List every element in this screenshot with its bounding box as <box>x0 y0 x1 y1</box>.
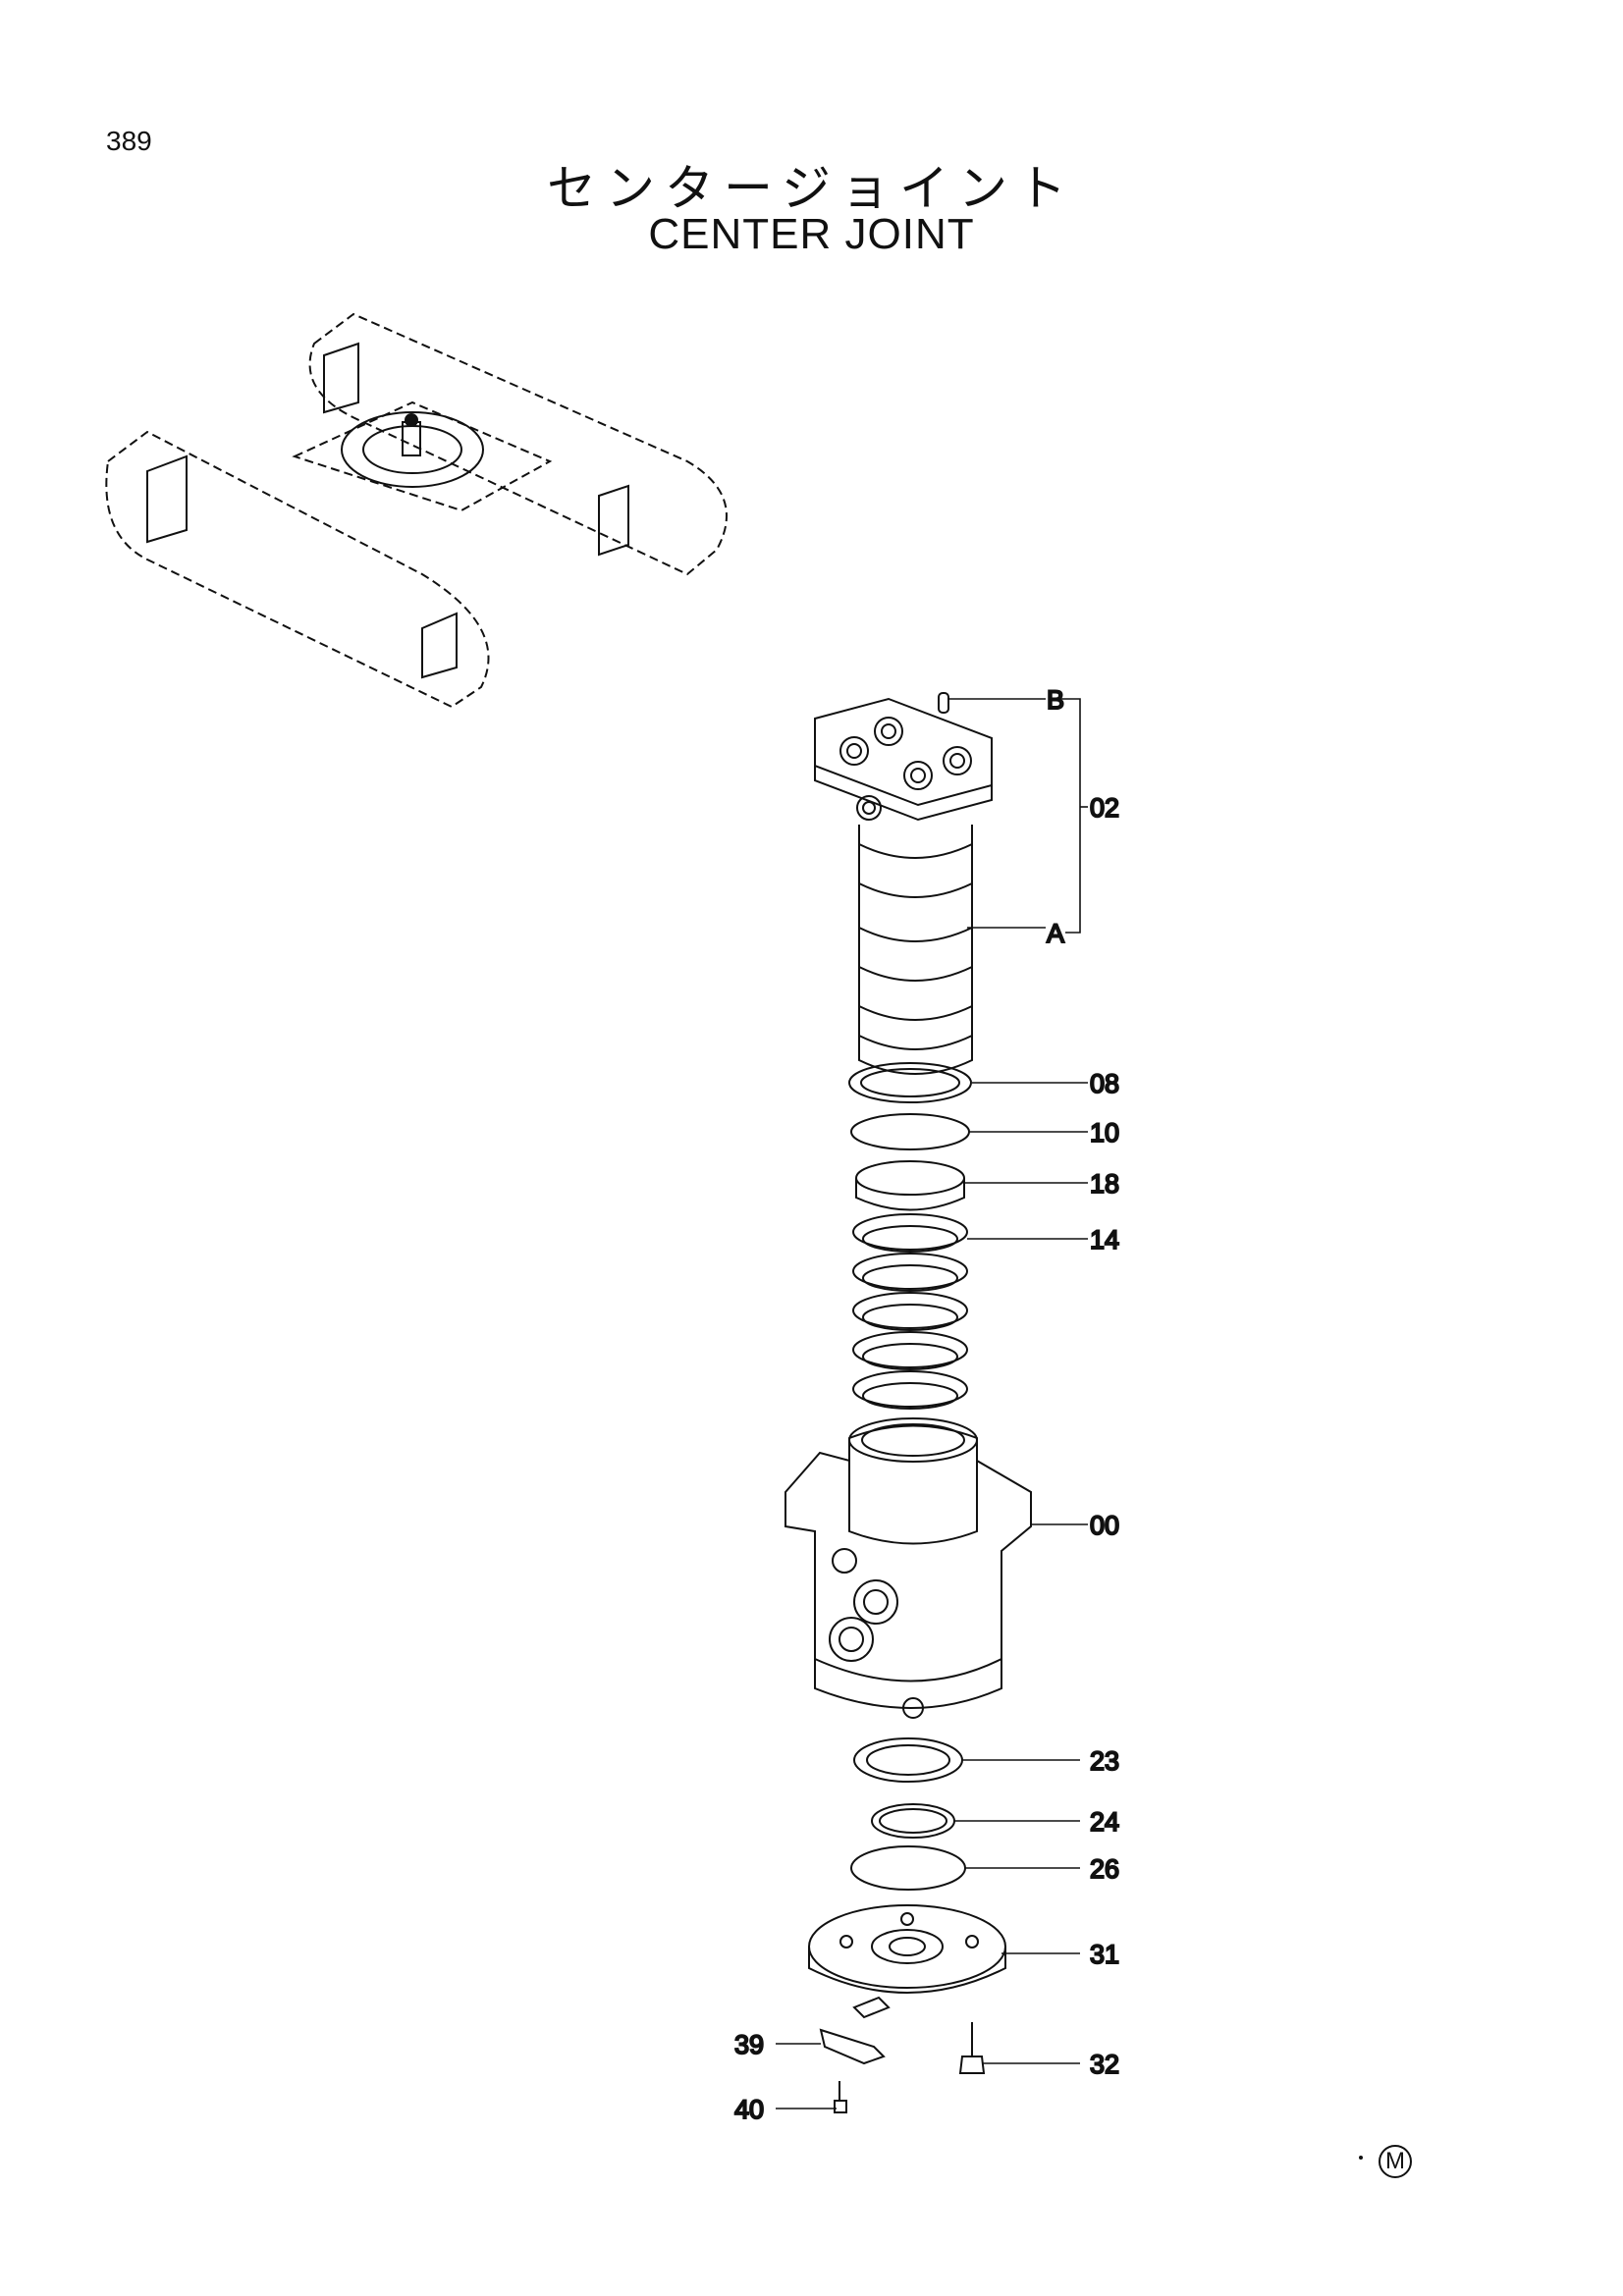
callout-02: 02 <box>1090 793 1119 823</box>
callout-31: 31 <box>1090 1940 1119 1969</box>
callout-b: B <box>1047 685 1064 715</box>
title-japanese: センタージョイント <box>547 160 1076 217</box>
callout-40: 40 <box>734 2095 764 2124</box>
spindle-shaft <box>858 825 973 1075</box>
callout-00: 00 <box>1090 1511 1119 1540</box>
callout-39: 39 <box>734 2030 764 2059</box>
center-joint-body <box>784 1417 1032 1719</box>
leader-lines <box>776 698 1088 2109</box>
page-number: 389 <box>106 126 152 156</box>
mark-dot <box>1359 2156 1363 2160</box>
callout-18: 18 <box>1090 1169 1119 1199</box>
callout-26: 26 <box>1090 1854 1119 1884</box>
undercarriage-details <box>146 342 629 679</box>
undercarriage-sketch <box>105 312 728 709</box>
title-english: CENTER JOINT <box>648 210 975 258</box>
model-mark: M <box>1379 2145 1412 2178</box>
callout-24: 24 <box>1090 1807 1119 1837</box>
callout-10: 10 <box>1090 1118 1119 1148</box>
bottom-parts <box>808 1737 1006 2113</box>
callout-23: 23 <box>1090 1746 1119 1776</box>
callout-32: 32 <box>1090 2050 1119 2079</box>
callout-a: A <box>1047 919 1064 948</box>
callout-08: 08 <box>1090 1069 1119 1098</box>
callout-14: 14 <box>1090 1225 1119 1255</box>
spindle-top-flange <box>814 692 993 822</box>
seal-rings <box>848 1062 972 1410</box>
